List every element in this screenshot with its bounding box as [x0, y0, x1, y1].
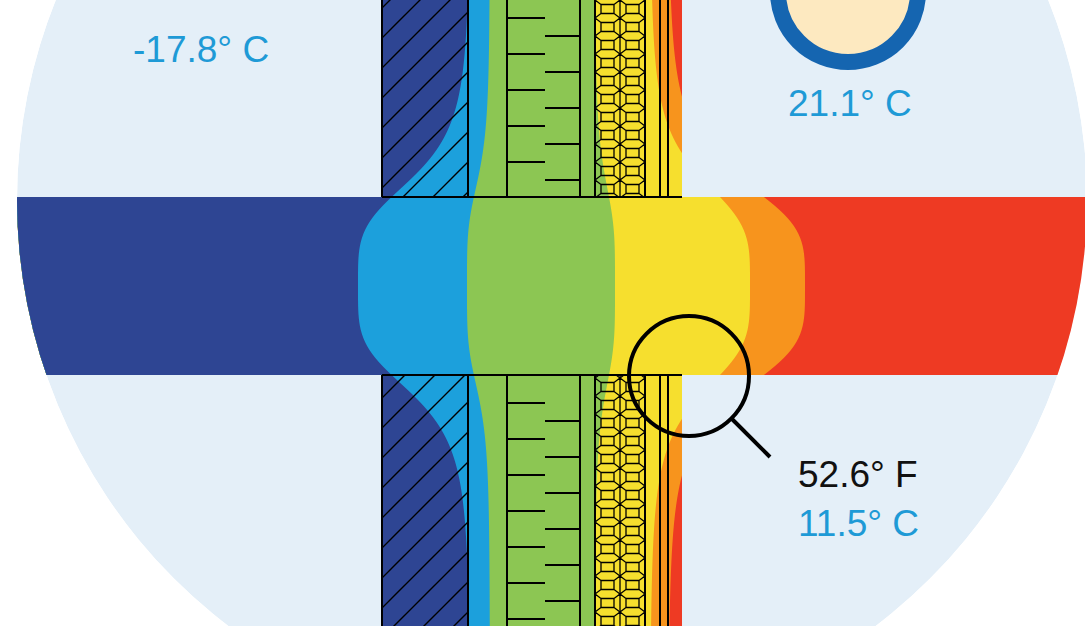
outdoor-temperature-c: -17.8° C	[133, 31, 269, 68]
magnifier-icon	[629, 316, 770, 457]
thermostat-icon	[778, 0, 918, 62]
wall-section	[382, 0, 682, 626]
surface-temperature-c: 11.5° C	[798, 505, 919, 542]
indoor-temperature-c: 21.1° C	[788, 85, 912, 122]
surface-temperature-f: 52.6° F	[798, 456, 918, 493]
